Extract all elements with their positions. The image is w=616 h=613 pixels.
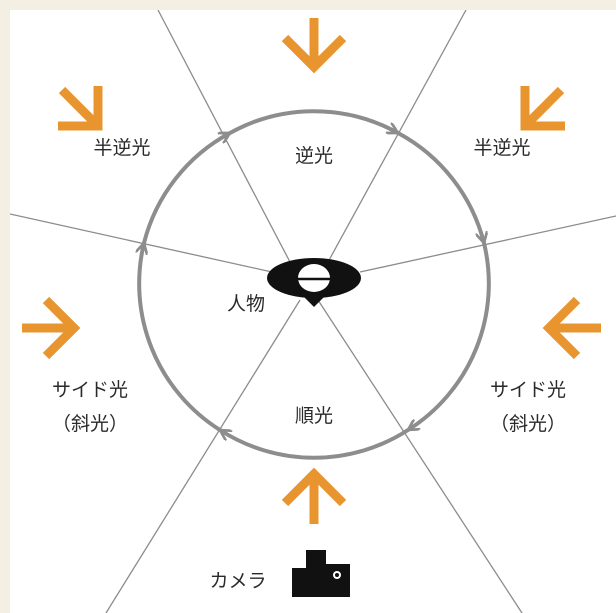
label-side-left-1: サイド光 xyxy=(52,379,128,401)
spoke-lower-right xyxy=(317,299,523,613)
camera-icon xyxy=(292,550,350,597)
arc-lower-right xyxy=(408,243,491,432)
label-back-light: 逆光 xyxy=(295,145,333,167)
light-arrow-top xyxy=(281,18,347,74)
light-arrow-upper-left xyxy=(58,86,103,131)
spoke-lower-left xyxy=(105,299,301,613)
lighting-circle xyxy=(139,109,491,460)
label-front-light: 順光 xyxy=(295,405,333,427)
arc-top xyxy=(230,109,398,133)
arc-bottom xyxy=(220,430,408,460)
label-side-right-2: （斜光） xyxy=(490,413,566,435)
label-semi-back-left: 半逆光 xyxy=(93,137,150,159)
label-side-left-2: （斜光） xyxy=(52,413,128,435)
diagram-canvas: 逆光 半逆光 半逆光 人物 サイド光 （斜光） サイド光 （斜光） 順光 カメラ xyxy=(10,10,616,613)
arc-upper-left xyxy=(144,131,230,243)
label-side-right-1: サイド光 xyxy=(490,379,566,401)
label-semi-back-right: 半逆光 xyxy=(473,137,530,159)
light-arrow-right xyxy=(542,296,601,360)
label-camera: カメラ xyxy=(209,570,266,592)
light-arrow-bottom xyxy=(281,467,347,524)
lighting-diagram: 逆光 半逆光 半逆光 人物 サイド光 （斜光） サイド光 （斜光） 順光 カメラ xyxy=(10,10,616,613)
label-subject: 人物 xyxy=(227,293,265,315)
light-arrow-upper-right xyxy=(520,86,565,131)
spoke-upper-right xyxy=(327,10,467,263)
light-arrow-left xyxy=(22,296,81,360)
arc-upper-right xyxy=(398,133,484,243)
arc-lower-left xyxy=(139,243,220,430)
subject-top-view-icon xyxy=(267,258,361,307)
